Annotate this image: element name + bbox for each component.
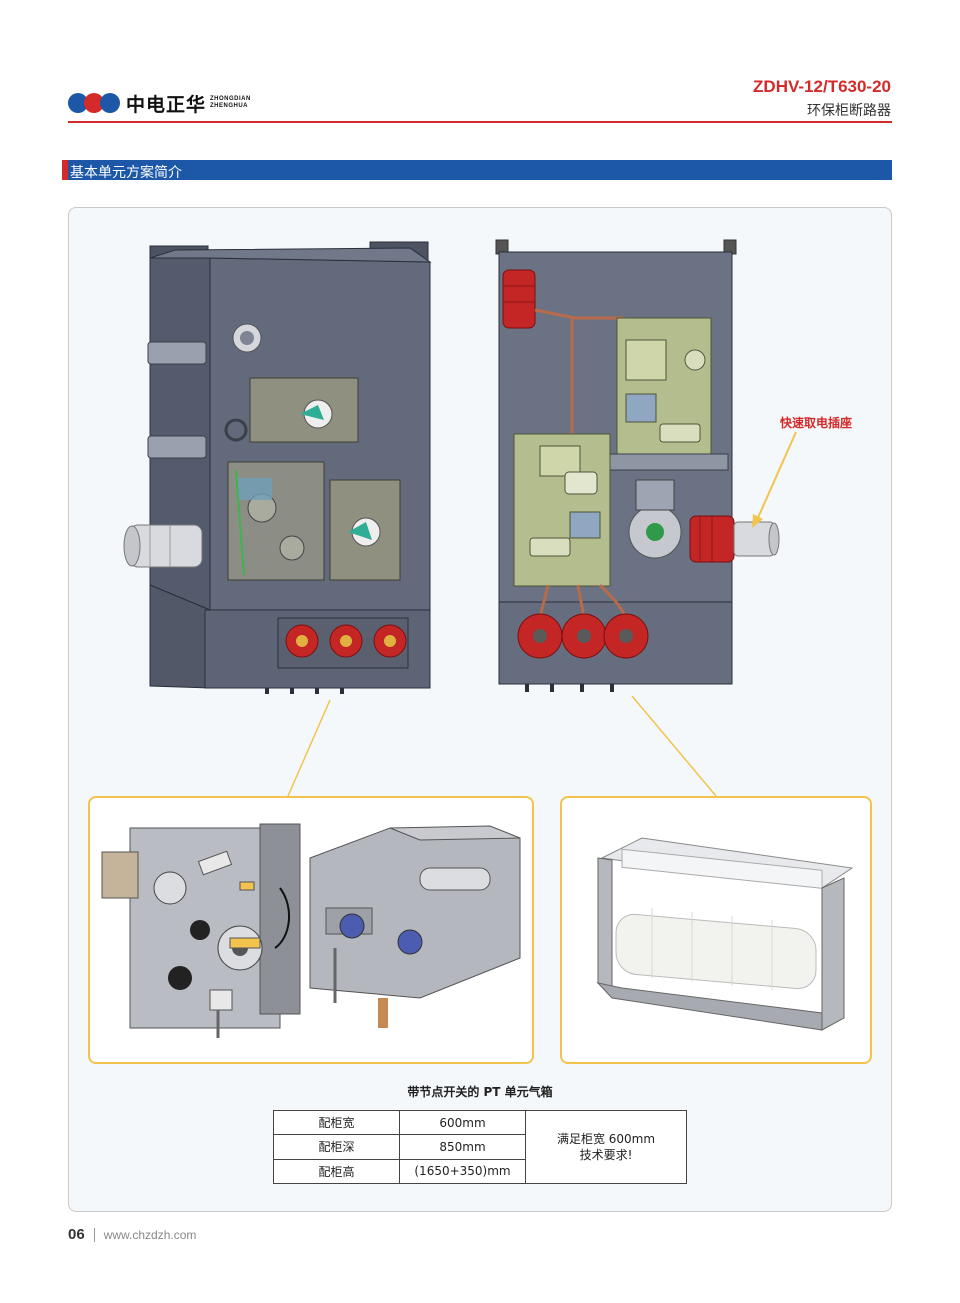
spec-label: 配柜宽 <box>273 1109 400 1136</box>
spec-value: 850mm <box>399 1134 526 1160</box>
page-footer: 06 www.chzdzh.com <box>68 1226 196 1243</box>
spec-value: (1650+350)mm <box>399 1158 526 1185</box>
logo-dot-blue-2 <box>100 93 120 113</box>
connector-line-left <box>287 699 331 797</box>
table-row: 配柜高 (1650+350)mm <box>273 1158 687 1185</box>
section-title: 基本单元方案简介 <box>70 165 182 181</box>
mechanism-photo-box <box>88 796 534 1064</box>
spec-value: 600mm <box>399 1109 526 1136</box>
product-name: 环保柜断路器 <box>807 103 891 119</box>
logo-dot-red <box>84 93 104 113</box>
quick-power-socket-label: 快速取电插座 <box>780 416 853 430</box>
spec-table: 配柜宽 600mm 满足柜宽 600mm 技术要求! 配柜深 850mm 配柜高… <box>273 1109 687 1185</box>
brand-name-cn: 中电正华 <box>126 93 207 116</box>
logo-dot-blue <box>68 93 88 113</box>
section-header: 基本单元方案简介 <box>62 160 892 181</box>
left-cabinet <box>123 241 432 694</box>
website-link[interactable]: www.chzdzh.com <box>103 1227 197 1242</box>
insulator-photo-box <box>560 796 872 1064</box>
callout-arrow <box>752 431 797 528</box>
header-divider <box>68 121 892 123</box>
spec-label: 配柜深 <box>273 1134 400 1160</box>
insulator-frame-photo <box>596 837 854 1031</box>
spec-label: 配柜高 <box>273 1158 400 1185</box>
right-cabinet <box>495 239 780 692</box>
mechanism-photo <box>101 823 521 1038</box>
table-row: 配柜深 850mm <box>273 1134 687 1160</box>
section-accent <box>62 160 68 180</box>
brand-name-en: ZHONGDIAN ZHENGHUA <box>210 96 251 109</box>
model-number: ZDHV-12/T630-20 <box>753 77 891 96</box>
figure-caption: 带节点开关的 PT 单元气箱 <box>407 1085 553 1099</box>
spec-note: 满足柜宽 600mm 技术要求! <box>525 1110 687 1184</box>
connector-line-right <box>631 695 717 797</box>
brand-logo: 中电正华 ZHONGDIAN ZHENGHUA <box>68 90 251 116</box>
footer-separator <box>93 1227 95 1242</box>
table-row: 配柜宽 600mm 满足柜宽 600mm 技术要求! <box>273 1109 687 1184</box>
page-number: 06 <box>68 1226 85 1243</box>
